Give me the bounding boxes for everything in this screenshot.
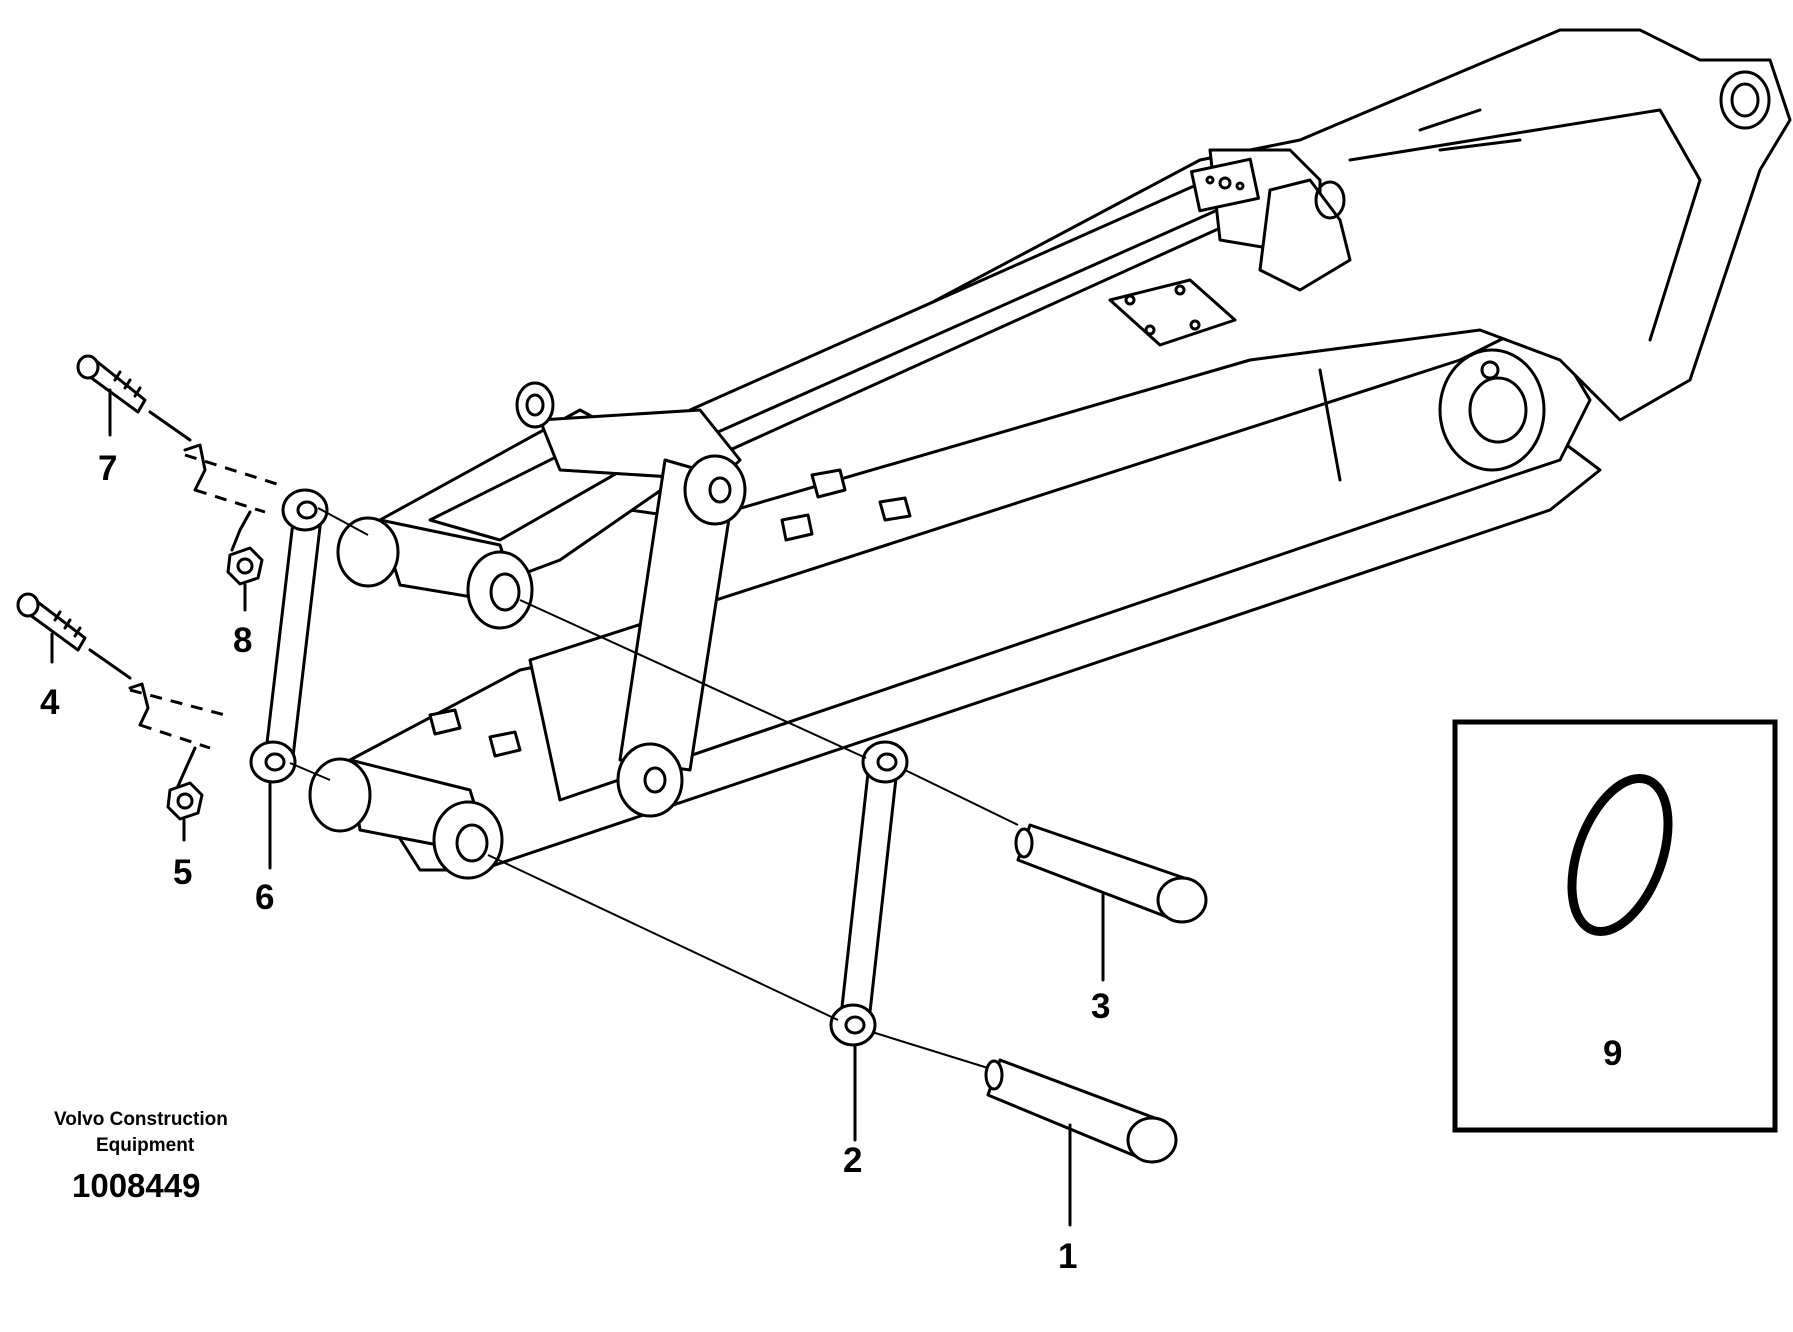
pin-lower	[984, 1058, 1178, 1164]
o-ring	[1567, 773, 1673, 937]
callout-3: 3	[1091, 987, 1110, 1026]
nut-lower	[166, 781, 204, 821]
callout-6: 6	[255, 878, 274, 917]
callout-4: 4	[40, 683, 60, 722]
callout-9: 9	[1603, 1034, 1622, 1073]
bolt-lower	[16, 592, 226, 788]
callout-2: 2	[843, 1141, 862, 1180]
assembly-lines	[289, 507, 1019, 1069]
boom-head-eye	[1719, 70, 1771, 130]
top-link-plate	[1258, 178, 1352, 292]
callout-5: 5	[173, 853, 192, 892]
callout-8: 8	[233, 621, 252, 660]
inset-detail	[1452, 719, 1778, 1133]
drawing-number: 1008449	[72, 1167, 200, 1204]
link-rod-right	[829, 740, 909, 1047]
footer: Volvo Construction Equipment 1008449	[54, 1109, 228, 1204]
maker-name-line2: Equipment	[96, 1135, 195, 1156]
callout-7: 7	[98, 449, 117, 488]
callout-labels: 1 2 3 4 5 6 7 8 9	[40, 449, 1622, 1276]
boom-assembly	[308, 28, 1792, 880]
callout-1: 1	[1058, 1237, 1077, 1276]
mounting-plate	[1108, 278, 1237, 347]
link-rod-left	[249, 488, 329, 784]
maker-name-line1: Volvo Construction	[54, 1109, 228, 1130]
bolt-upper	[76, 354, 281, 552]
boom-upper-rail	[558, 28, 1792, 522]
pin-upper	[1014, 823, 1208, 924]
nut-upper	[226, 546, 264, 586]
